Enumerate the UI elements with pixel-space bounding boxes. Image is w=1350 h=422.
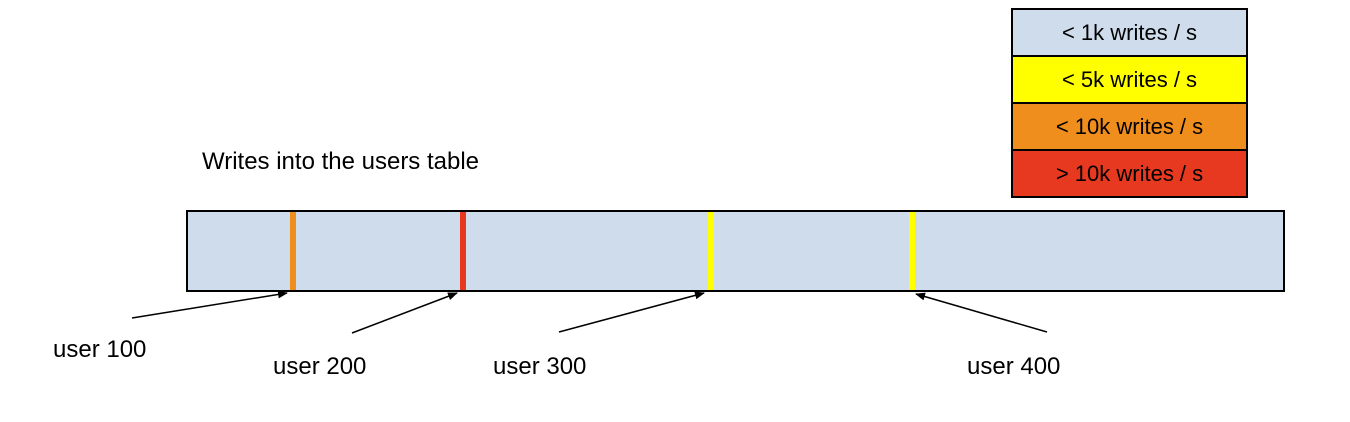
legend-label: < 5k writes / s <box>1061 66 1198 92</box>
write-hotspot-marker <box>290 212 296 290</box>
legend-row: < 5k writes / s <box>1013 57 1246 104</box>
write-hotspot-marker <box>708 212 714 290</box>
write-hotspot-marker <box>460 212 466 290</box>
legend-label: > 10k writes / s <box>1055 160 1204 186</box>
legend-label: < 1k writes / s <box>1061 19 1198 45</box>
annotation-arrow <box>351 292 458 334</box>
annotation-arrow <box>915 292 1048 333</box>
write-hotspot-marker <box>909 212 915 290</box>
legend: < 1k writes / s < 5k writes / s < 10k writ… <box>1011 8 1248 198</box>
diagram-title: Writes into the users table <box>202 148 480 175</box>
annotation-arrow <box>131 290 288 319</box>
user-label: user 400 <box>967 353 1061 380</box>
legend-label: < 10k writes / s <box>1055 113 1204 139</box>
legend-row: > 10k writes / s <box>1013 151 1246 196</box>
user-label: user 100 <box>53 336 147 363</box>
legend-row: < 1k writes / s <box>1013 10 1246 57</box>
user-label: user 300 <box>493 353 587 380</box>
annotation-arrow <box>558 291 705 333</box>
user-label: user 200 <box>273 353 367 380</box>
users-table-bar <box>186 210 1285 292</box>
legend-row: < 10k writes / s <box>1013 104 1246 151</box>
